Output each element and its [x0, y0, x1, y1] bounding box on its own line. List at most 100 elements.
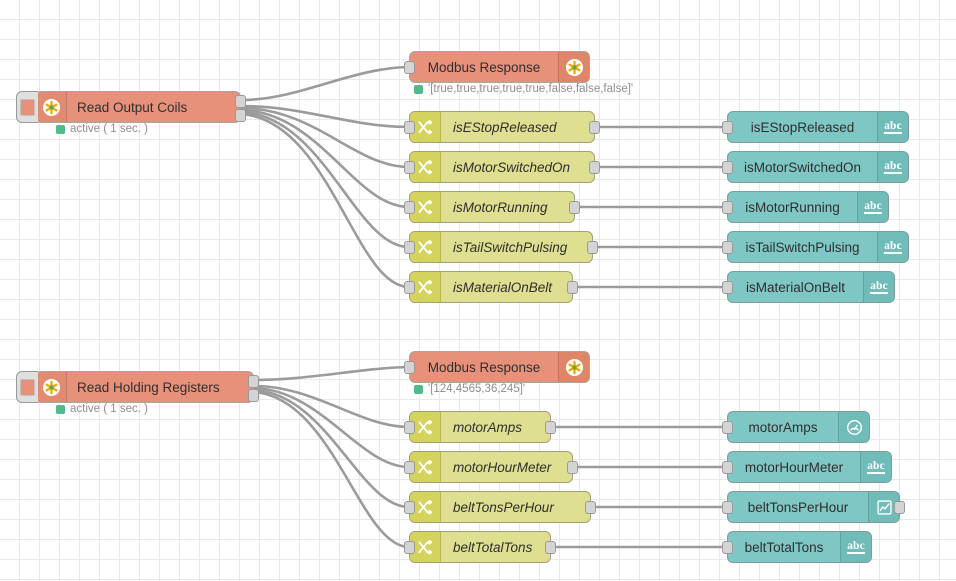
inject-button-read-output-coils[interactable]	[16, 91, 38, 123]
status-modbus-response-registers: '[124,4565,36,245]'	[414, 383, 525, 395]
input-port[interactable]	[404, 541, 415, 554]
node-label: beltTotalTons	[453, 539, 533, 555]
output-port-2[interactable]	[235, 109, 246, 122]
inject-button-read-holding-registers[interactable]	[16, 371, 38, 403]
abc-text-icon: abc	[877, 112, 908, 142]
node-label: Modbus Response	[427, 59, 541, 75]
node-change-belttonsperhour[interactable]: beltTonsPerHour	[404, 491, 596, 523]
output-port-1[interactable]	[248, 375, 259, 388]
node-dashboard-belttonsperhour[interactable]: beltTonsPerHour	[722, 491, 905, 523]
wire-coils-to-change-5	[239, 112, 411, 289]
input-port[interactable]	[722, 241, 733, 254]
node-label: isTailSwitchPulsing	[745, 239, 860, 255]
input-port[interactable]	[722, 541, 733, 554]
input-port[interactable]	[722, 201, 733, 214]
node-change-motorhourmeter[interactable]: motorHourMeter	[404, 451, 578, 483]
input-port[interactable]	[404, 61, 415, 74]
gauge-icon	[838, 412, 869, 442]
input-port[interactable]	[722, 121, 733, 134]
input-port[interactable]	[404, 501, 415, 514]
node-change-istailswitchpulsing[interactable]: isTailSwitchPulsing	[404, 231, 598, 263]
wire-registers-to-change-4	[252, 390, 411, 549]
status-dot-icon	[56, 404, 65, 414]
node-dashboard-motorhourmeter[interactable]: motorHourMeter abc	[722, 451, 892, 483]
output-port[interactable]	[567, 461, 578, 474]
input-port[interactable]	[404, 121, 415, 134]
input-port[interactable]	[404, 461, 415, 474]
status-text: active ( 1 sec. )	[70, 123, 148, 135]
input-port[interactable]	[404, 161, 415, 174]
output-port[interactable]	[567, 281, 578, 294]
status-text: '[true,true,true,true,true,false,false,f…	[428, 83, 634, 95]
node-change-belttotaltons[interactable]: beltTotalTons	[404, 531, 556, 563]
node-read-output-coils[interactable]: Read Output Coils	[16, 91, 246, 123]
status-modbus-response-coils: '[true,true,true,true,true,false,false,f…	[414, 83, 633, 95]
output-port[interactable]	[545, 421, 556, 434]
abc-text-icon: abc	[840, 532, 871, 562]
wire-coils-to-change-4	[239, 110, 411, 249]
node-dashboard-ismotorswitchedon[interactable]: isMotorSwitchedOn abc	[722, 151, 909, 183]
node-label: beltTotalTons	[744, 539, 824, 555]
wire-registers-to-change-1	[252, 384, 411, 429]
output-port-2[interactable]	[248, 389, 259, 402]
output-port[interactable]	[894, 501, 905, 514]
input-port[interactable]	[404, 421, 415, 434]
modbus-asterisk-icon	[558, 52, 589, 82]
status-read-holding-registers: active ( 1 sec. )	[56, 403, 148, 415]
input-port[interactable]	[722, 281, 733, 294]
node-label: beltTonsPerHour	[453, 499, 554, 515]
wire-registers-to-change-3	[252, 388, 411, 509]
node-read-holding-registers[interactable]: Read Holding Registers	[16, 371, 259, 403]
wire-registers-to-response	[252, 365, 411, 382]
input-port[interactable]	[404, 201, 415, 214]
node-label: isMaterialOnBelt	[745, 279, 846, 295]
input-port[interactable]	[404, 281, 415, 294]
node-dashboard-motoramps[interactable]: motorAmps	[722, 411, 870, 443]
status-dot-icon	[56, 124, 65, 134]
wire-coils-to-change-3	[239, 108, 411, 209]
node-change-ismaterialonbelt[interactable]: isMaterialOnBelt	[404, 271, 578, 303]
node-label: motorHourMeter	[453, 459, 552, 475]
status-read-output-coils: active ( 1 sec. )	[56, 123, 148, 135]
input-port[interactable]	[722, 421, 733, 434]
node-label: isMotorRunning	[745, 199, 840, 215]
node-modbus-response-registers[interactable]: Modbus Response	[404, 351, 590, 383]
node-label: motorAmps	[453, 419, 523, 435]
change-swap-icon	[410, 152, 441, 182]
output-port-1[interactable]	[235, 95, 246, 108]
node-label: motorHourMeter	[744, 459, 844, 475]
node-dashboard-istailswitchpulsing[interactable]: isTailSwitchPulsing abc	[722, 231, 909, 263]
output-port[interactable]	[587, 241, 598, 254]
output-port[interactable]	[589, 161, 600, 174]
change-swap-icon	[410, 232, 441, 262]
abc-text-icon: abc	[863, 272, 894, 302]
change-swap-icon	[410, 412, 441, 442]
node-change-motoramps[interactable]: motorAmps	[404, 411, 556, 443]
output-port[interactable]	[545, 541, 556, 554]
change-swap-icon	[410, 272, 441, 302]
node-change-ismotorrunning[interactable]: isMotorRunning	[404, 191, 580, 223]
node-label: isMotorRunning	[453, 199, 548, 215]
input-port[interactable]	[722, 161, 733, 174]
input-port[interactable]	[722, 501, 733, 514]
node-label: isTailSwitchPulsing	[453, 239, 568, 255]
wire-coils-to-response	[239, 65, 411, 102]
wire-coils-to-change-2	[239, 106, 411, 169]
input-port[interactable]	[722, 461, 733, 474]
output-port[interactable]	[585, 501, 596, 514]
node-label: Modbus Response	[427, 359, 541, 375]
change-swap-icon	[410, 192, 441, 222]
output-port[interactable]	[569, 201, 580, 214]
input-port[interactable]	[404, 241, 415, 254]
input-port[interactable]	[404, 361, 415, 374]
node-dashboard-ismotorrunning[interactable]: isMotorRunning abc	[722, 191, 889, 223]
node-dashboard-belttotaltons[interactable]: beltTotalTons abc	[722, 531, 872, 563]
output-port[interactable]	[589, 121, 600, 134]
abc-text-icon: abc	[857, 192, 888, 222]
node-change-ismotorswitchedon[interactable]: isMotorSwitchedOn	[404, 151, 600, 183]
node-dashboard-isestopreleased[interactable]: isEStopReleased abc	[722, 111, 909, 143]
node-modbus-response-coils[interactable]: Modbus Response	[404, 51, 590, 83]
node-change-isestopreleased[interactable]: isEStopReleased	[404, 111, 600, 143]
node-dashboard-ismaterialonbelt[interactable]: isMaterialOnBelt abc	[722, 271, 895, 303]
